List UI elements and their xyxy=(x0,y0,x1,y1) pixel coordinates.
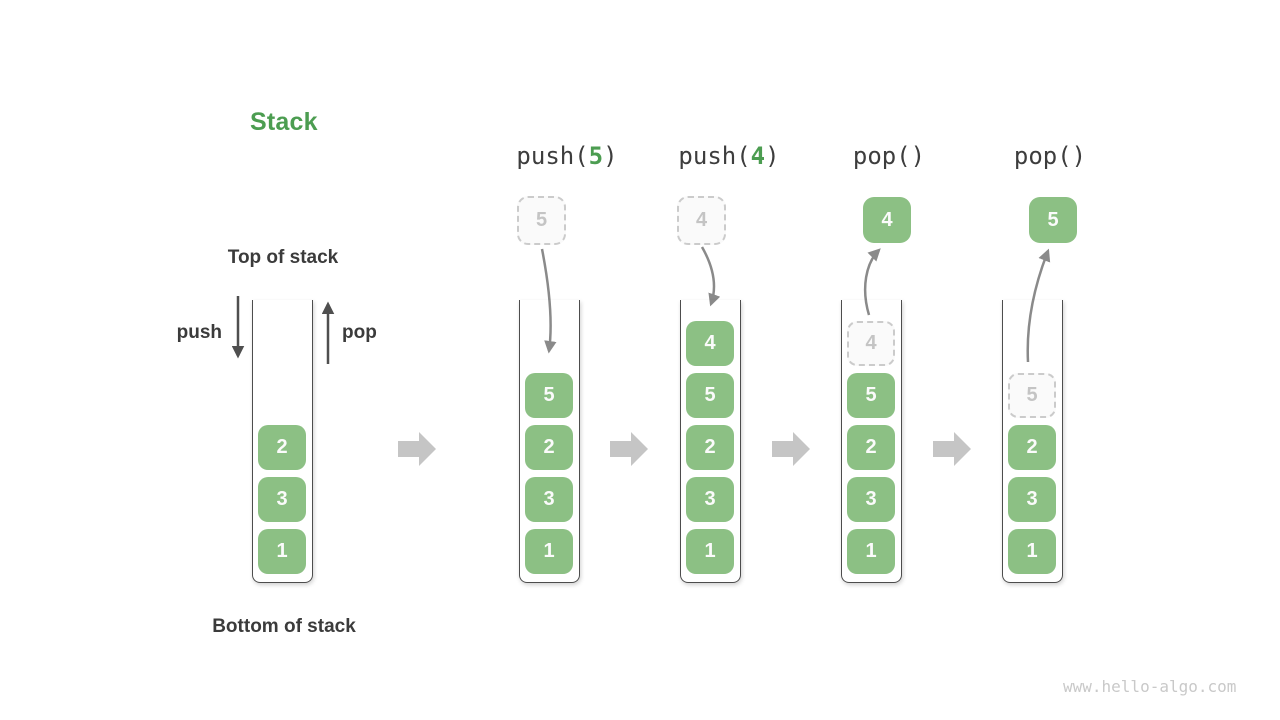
stack-item: 2 xyxy=(847,425,895,470)
stack-item: 5 xyxy=(847,373,895,418)
watermark: www.hello-algo.com xyxy=(1063,677,1237,696)
diagram-title: Stack xyxy=(250,108,318,136)
stack-container-initial: 2 3 1 xyxy=(252,300,313,583)
stack-item: 3 xyxy=(847,477,895,522)
stack-item: 1 xyxy=(847,529,895,574)
stack-item: 5 xyxy=(525,373,573,418)
bottom-of-stack-label: Bottom of stack xyxy=(212,616,356,637)
step-arrow-icon xyxy=(772,432,810,466)
stack-container-after-pop-2: 5 2 3 1 xyxy=(1002,300,1063,583)
stack-container-after-push-5: 5 2 3 1 xyxy=(519,300,580,583)
floating-box: 5 xyxy=(1029,197,1077,243)
op-label-pop-1: pop() xyxy=(853,142,925,170)
stack-item: 3 xyxy=(686,477,734,522)
op-call-text: pop( xyxy=(852,142,911,170)
step-arrow-icon xyxy=(933,432,971,466)
op-close-text: ) xyxy=(603,142,618,170)
stack-item: 1 xyxy=(686,529,734,574)
stack-item: 3 xyxy=(525,477,573,522)
stack-container-after-push-4: 4 5 2 3 1 xyxy=(680,300,741,583)
push-label: push xyxy=(176,322,222,343)
stack-item: 5 xyxy=(686,373,734,418)
top-of-stack-label: Top of stack xyxy=(227,247,339,268)
stack-item: 1 xyxy=(525,529,573,574)
stack-container-after-pop-1: 4 5 2 3 1 xyxy=(841,300,902,583)
floating-box: 4 xyxy=(863,197,911,243)
stack-item: 3 xyxy=(1008,477,1056,522)
stack-item: 2 xyxy=(1008,425,1056,470)
op-call-text: push( xyxy=(678,142,751,170)
floating-box-ghost: 5 xyxy=(517,196,566,245)
stack-item: 4 xyxy=(686,321,734,366)
op-label-push-5: push(5) xyxy=(516,142,617,170)
op-close-text: ) xyxy=(1071,142,1087,170)
op-label-push-4: push(4) xyxy=(678,142,779,170)
stack-item: 3 xyxy=(258,477,306,522)
stack-item: 2 xyxy=(686,425,734,470)
op-call-text: pop( xyxy=(1013,142,1072,170)
op-arg-text: 5 xyxy=(588,142,604,170)
op-call-text: push( xyxy=(516,142,589,170)
op-label-pop-2: pop() xyxy=(1014,142,1086,170)
stack-item: 2 xyxy=(525,425,573,470)
stack-item-ghost: 4 xyxy=(847,321,895,366)
floating-box-ghost: 4 xyxy=(677,196,726,245)
stack-item: 1 xyxy=(258,529,306,574)
stack-item: 1 xyxy=(1008,529,1056,574)
stack-item: 2 xyxy=(258,425,306,470)
step-arrow-icon xyxy=(610,432,648,466)
push-4-motion-arrow-icon xyxy=(700,246,721,307)
op-close-text: ) xyxy=(910,142,926,170)
op-close-text: ) xyxy=(765,142,780,170)
stack-item-ghost: 5 xyxy=(1008,373,1056,418)
step-arrow-icon xyxy=(398,432,436,466)
op-arg-text: 4 xyxy=(750,142,766,170)
pop-label: pop xyxy=(342,322,377,343)
